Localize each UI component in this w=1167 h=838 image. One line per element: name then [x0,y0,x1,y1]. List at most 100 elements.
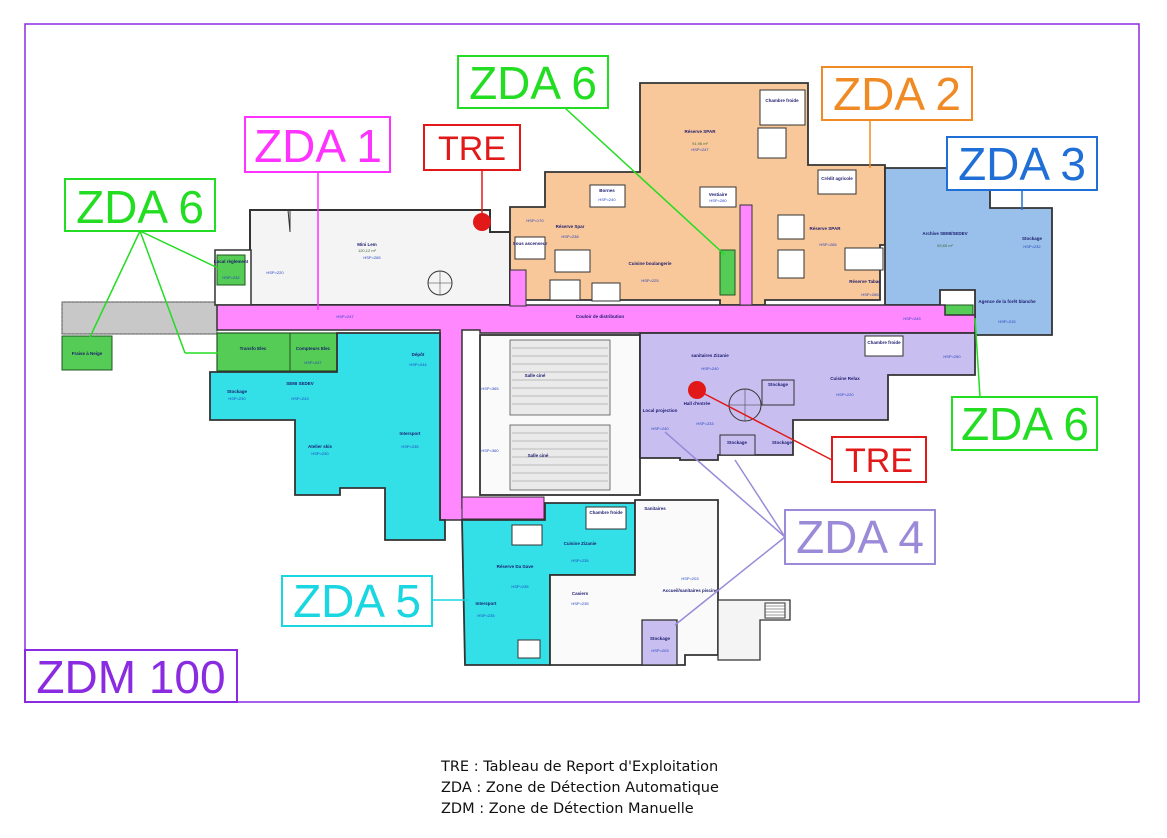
zda6-left-callout: ZDA 6 [64,178,219,354]
svg-text:HSP=250: HSP=250 [943,354,961,359]
zda6-top-room [719,249,736,296]
svg-text:Dépôt: Dépôt [412,352,425,357]
legend-zdm: ZDM : Zone de Détection Manuelle [441,801,694,817]
svg-text:Chambre froide: Chambre froide [589,510,623,515]
svg-text:Local règlement: Local règlement [214,259,249,264]
svg-text:HSP=232: HSP=232 [222,275,240,280]
tre-top-marker [473,213,491,231]
svg-text:HSP=233: HSP=233 [696,421,714,426]
svg-text:HSP=170: HSP=170 [526,218,544,223]
svg-text:ZDA 2: ZDA 2 [833,68,961,120]
tre-bottom-callout: TRE [688,381,927,483]
svg-text:sanitaires Zizanie: sanitaires Zizanie [691,353,729,358]
svg-text:HSP=203: HSP=203 [651,648,669,653]
svg-text:HSP=265: HSP=265 [861,292,879,297]
svg-text:Réserve Da Gave: Réserve Da Gave [497,564,534,569]
svg-text:HSP=203: HSP=203 [681,576,699,581]
svg-text:ZDA 6: ZDA 6 [961,398,1089,450]
svg-text:HSP=232: HSP=232 [1023,244,1041,249]
svg-text:HSP=238: HSP=238 [561,234,579,239]
legend-zda: ZDA : Zone de Détection Automatique [441,780,719,796]
svg-text:Sanitaires: Sanitaires [644,506,666,511]
cold-room-4 [549,279,581,301]
svg-text:HSP=230: HSP=230 [228,396,246,401]
svg-text:ZDA 3: ZDA 3 [958,138,1086,190]
svg-text:HSP=215: HSP=215 [998,319,1016,324]
svg-text:HSP=365: HSP=365 [481,386,499,391]
svg-text:HSP=244: HSP=244 [409,362,427,367]
zda3-callout: ZDA 3 [946,136,1098,210]
svg-text:HSP=225: HSP=225 [641,278,659,283]
svg-text:Casiers: Casiers [572,591,589,596]
svg-text:HSP=220: HSP=220 [836,392,854,397]
svg-text:Intersport: Intersport [475,601,497,606]
cold-room-7 [777,214,805,240]
svg-text:Salle ciné: Salle ciné [525,373,546,378]
svg-text:TRE: TRE [438,130,506,168]
fraise-label: Fraise à Neige [72,351,103,356]
zda6-top-callout: ZDA 6 [457,55,726,256]
cold-room-2 [757,127,787,159]
svg-text:HSP=240: HSP=240 [701,366,719,371]
svg-text:Stockage: Stockage [768,382,789,387]
boulangerie-label: Cuisine boulangerie [628,261,672,266]
svg-text:Stockage: Stockage [772,440,793,445]
svg-text:Réserve Spar: Réserve Spar [556,224,585,229]
tre-bottom-marker [688,381,706,399]
svg-text:Vestiaire: Vestiaire [709,192,728,197]
svg-text:ZDM 100: ZDM 100 [36,651,225,703]
svg-text:HSP=235: HSP=235 [401,444,419,449]
svg-text:Accueil/sanitaires piscine: Accueil/sanitaires piscine [662,588,718,593]
svg-text:Atelier skis: Atelier skis [308,444,333,449]
zdm-callout: ZDM 100 [24,649,238,703]
svg-text:ZDA 6: ZDA 6 [76,181,204,233]
svg-text:Stockage: Stockage [227,389,248,394]
svg-text:Cuisine Zizanie: Cuisine Zizanie [564,541,597,546]
svg-text:Salle ciné: Salle ciné [528,453,549,458]
svg-text:HSP=247: HSP=247 [336,314,354,319]
cold-room-3 [554,249,591,273]
legend-tre: TRE : Tableau de Report d'Exploitation [441,759,719,775]
svg-text:Sous ascenseur: Sous ascenseur [513,241,548,246]
zda6-right-callout: ZDA 6 [951,317,1098,451]
fraise-room [61,335,113,371]
svg-text:HSP=235: HSP=235 [511,584,529,589]
svg-text:59,65 m²: 59,65 m² [937,243,953,248]
svg-text:HSP=235: HSP=235 [571,601,589,606]
zda4-area [639,332,976,461]
reserve-spar-label: Réserve SPAR [685,129,717,134]
tre-top-callout: TRE [423,124,521,231]
svg-text:HSP=260: HSP=260 [709,198,727,203]
svg-text:HSP=235: HSP=235 [571,558,589,563]
svg-text:HSP=235: HSP=235 [477,613,495,618]
svg-text:Stockage: Stockage [1022,236,1043,241]
svg-text:Stockage: Stockage [650,636,671,641]
corridor-label: Couloir de distribution [576,314,624,319]
access-ramp [61,301,218,335]
zdm-boundary [24,23,1140,703]
zda4-callout: ZDA 4 [664,431,936,626]
svg-text:Intersport: Intersport [399,431,421,436]
svg-text:HSP=247: HSP=247 [304,360,322,365]
zda1-callout: ZDA 1 [244,116,391,310]
cold-room-1 [759,89,806,126]
floor-plan: Fraise à Neige Mini Lem 120,12 m² HSP=26… [24,23,1140,703]
svg-text:120,12 m²: 120,12 m² [358,248,377,253]
vestiaire-room [699,186,737,208]
mini-lem-label: Mini Lem [357,242,377,247]
svg-text:TRE: TRE [845,442,913,480]
svg-text:Crédit agricole: Crédit agricole [821,176,853,181]
svg-text:Réserve Tabac: Réserve Tabac [849,279,881,284]
zda5-callout: ZDA 5 [281,575,468,627]
svg-text:Chambre froide: Chambre froide [867,340,901,345]
svg-text:Agence de la forêt blanche: Agence de la forêt blanche [978,299,1036,304]
zda2-callout: ZDA 2 [821,66,973,168]
svg-text:HSP=243: HSP=243 [903,316,921,321]
cold-room-6 [777,249,805,279]
svg-text:Compteurs Elec: Compteurs Elec [296,346,331,351]
svg-text:ZDA 5: ZDA 5 [293,575,421,627]
svg-text:Réserve SPAR: Réserve SPAR [810,226,842,231]
sous-ascenseur [514,236,546,260]
svg-text:HSP=220: HSP=220 [266,270,284,275]
bornes-room [589,184,626,208]
